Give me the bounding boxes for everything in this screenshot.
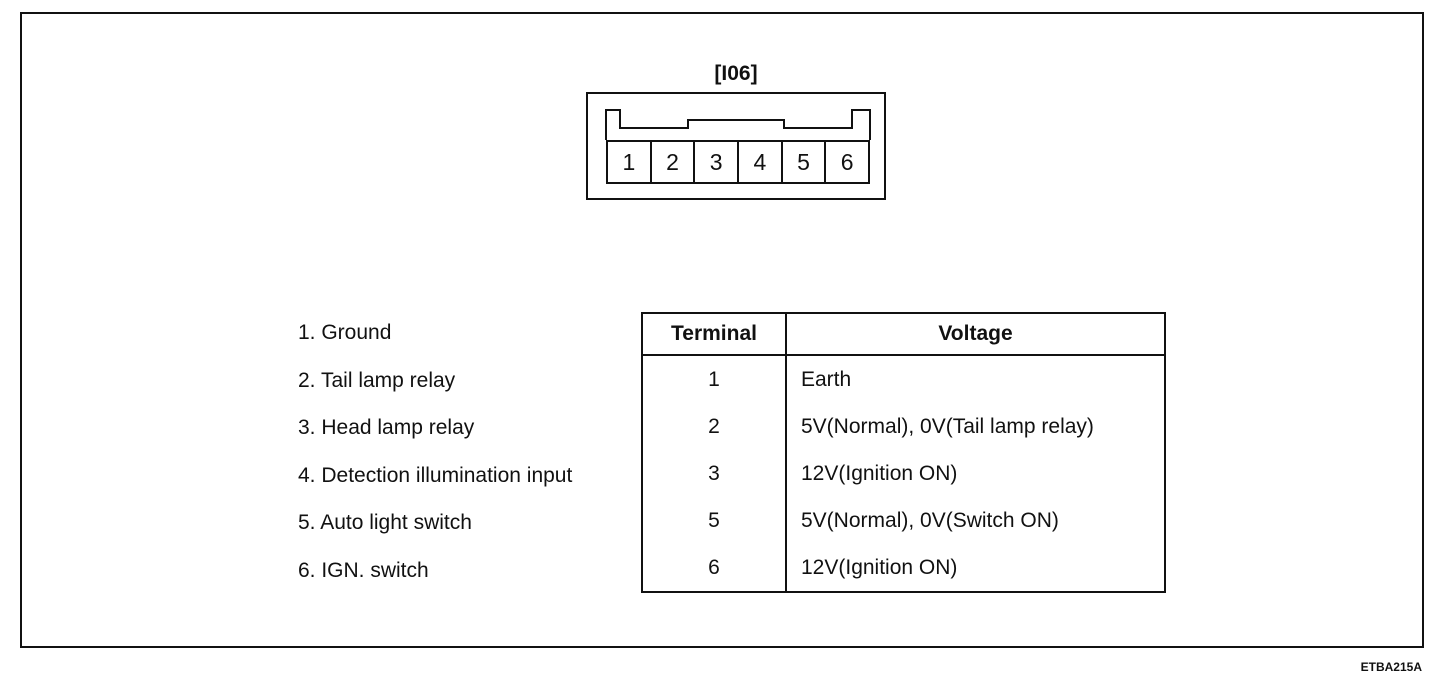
connector-pin: 5 (780, 142, 825, 182)
connector-pin: 6 (824, 142, 868, 182)
legend-item: 4. Detection illumination input (298, 463, 573, 487)
connector-pin: 4 (737, 142, 781, 182)
legend-item: 2. Tail lamp relay (298, 368, 456, 392)
table-row: 1 Earth (642, 355, 1165, 403)
table-row: 2 5V(Normal), 0V(Tail lamp relay) (642, 403, 1165, 450)
connector-label: [I06] (714, 62, 758, 85)
legend-item: 6. IGN. switch (298, 558, 429, 582)
connector-pin: 1 (622, 148, 636, 175)
connector-pin: 3 (693, 142, 737, 182)
terminal-cell: 3 (642, 450, 787, 497)
terminal-cell: 6 (642, 544, 787, 592)
terminal-voltage-table: Terminal Voltage 1 Earth 2 5V(Normal), 0… (641, 312, 1166, 593)
connector-key-outline (605, 109, 871, 140)
legend-item: 3. Head lamp relay (298, 416, 475, 440)
terminal-cell: 2 (642, 403, 787, 450)
terminal-cell: 5 (642, 497, 787, 544)
column-header-terminal: Terminal (642, 313, 787, 356)
connector-pins: 1 2 3 4 5 6 (606, 140, 870, 184)
connector-pin: 2 (649, 142, 694, 182)
connector-housing: 1 2 3 4 5 6 (586, 92, 886, 200)
legend-item: 1. Ground (298, 321, 392, 344)
terminal-cell: 1 (642, 355, 787, 403)
table-row: 5 5V(Normal), 0V(Switch ON) (642, 497, 1165, 544)
voltage-cell: 12V(Ignition ON) (801, 461, 958, 485)
figure-code: ETBA215A (1360, 660, 1422, 674)
table-row: 6 12V(Ignition ON) (642, 544, 1165, 592)
voltage-cell: 5V(Normal), 0V(Tail lamp relay) (801, 414, 1094, 438)
pin-legend: 1. Ground 2. Tail lamp relay 3. Head lam… (298, 318, 572, 604)
voltage-cell: 12V(Ignition ON) (801, 555, 958, 579)
legend-item: 5. Auto light switch (298, 511, 472, 535)
diagram-frame (20, 12, 1424, 648)
voltage-cell: Earth (801, 367, 852, 391)
table-row: 3 12V(Ignition ON) (642, 450, 1165, 497)
column-header-voltage: Voltage (786, 313, 1165, 356)
table-header-row: Terminal Voltage (642, 313, 1165, 356)
voltage-cell: 5V(Normal), 0V(Switch ON) (801, 508, 1059, 532)
